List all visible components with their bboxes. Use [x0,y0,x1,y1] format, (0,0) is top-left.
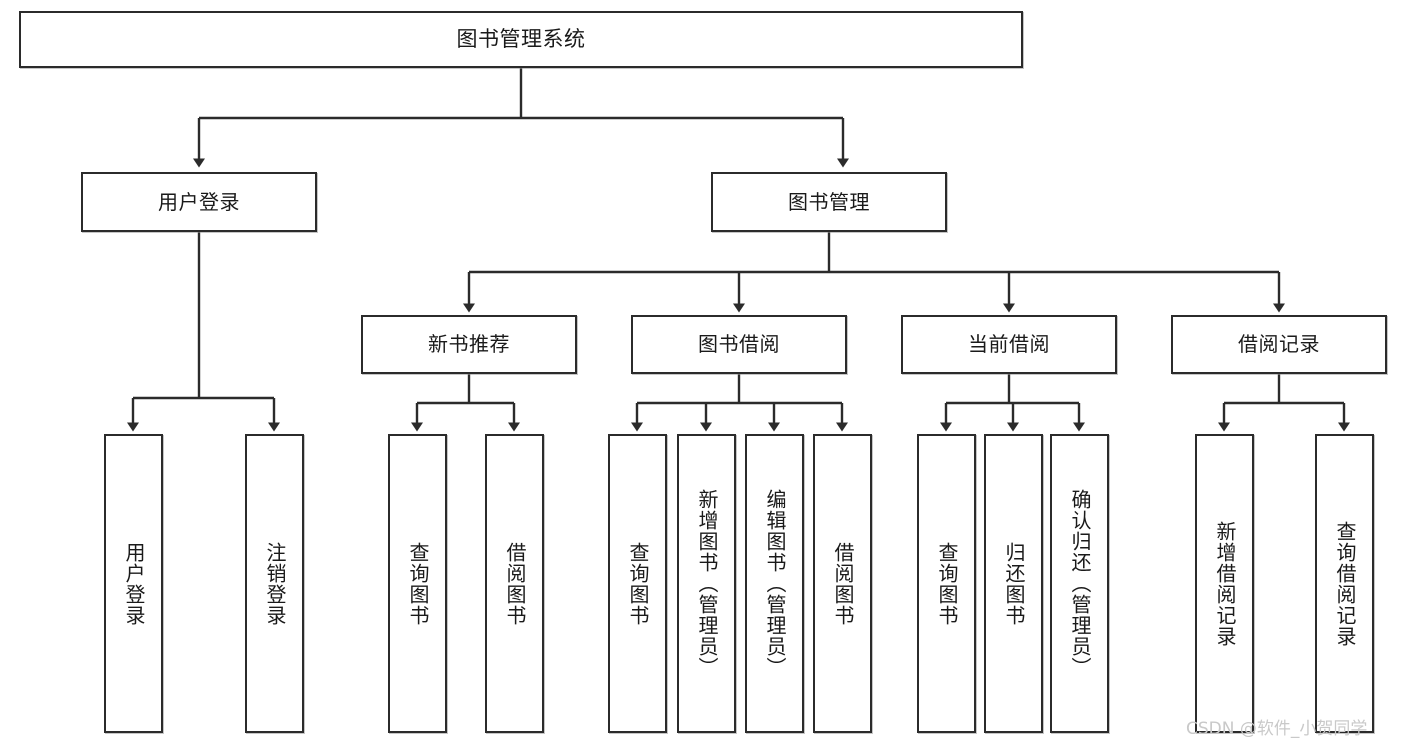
leaf-add-borrow-record[interactable]: 新增借阅记录 [1195,434,1254,733]
node-label: 借阅图书 [831,541,855,626]
node-label: 确认归还（管理员） [1068,489,1092,678]
leaf-query-book-current[interactable]: 查询图书 [917,434,976,733]
node-label: 图书管理 [788,189,870,214]
node-label: 注销登录 [263,541,287,626]
node-book-borrow[interactable]: 图书借阅 [631,315,847,374]
leaf-return-book[interactable]: 归还图书 [984,434,1043,733]
node-user-login[interactable]: 用户登录 [81,172,317,232]
node-label: 新增图书（管理员） [695,489,719,678]
node-new-book-recommend[interactable]: 新书推荐 [361,315,577,374]
node-label: 借阅图书 [503,541,527,626]
node-label: 归还图书 [1002,541,1026,626]
node-label: 查询图书 [626,541,650,626]
leaf-borrow-book-recommend[interactable]: 借阅图书 [485,434,544,733]
node-current-borrow[interactable]: 当前借阅 [901,315,1117,374]
leaf-edit-book-admin[interactable]: 编辑图书（管理员） [745,434,804,733]
node-label: 用户登录 [122,541,146,626]
leaf-logout-login[interactable]: 注销登录 [245,434,304,733]
node-label: 编辑图书（管理员） [763,489,787,678]
node-label: 图书借阅 [698,332,780,357]
node-label: 用户登录 [158,189,240,214]
node-root-system[interactable]: 图书管理系统 [19,11,1023,68]
leaf-add-book-admin[interactable]: 新增图书（管理员） [677,434,736,733]
leaf-borrow-book[interactable]: 借阅图书 [813,434,872,733]
node-label: 查询借阅记录 [1333,520,1357,647]
leaf-query-book-recommend[interactable]: 查询图书 [388,434,447,733]
leaf-confirm-return-admin[interactable]: 确认归还（管理员） [1050,434,1109,733]
csdn-watermark: CSDN @软件_小贺同学 [1186,719,1368,739]
node-label: 当前借阅 [968,332,1050,357]
node-label: 查询图书 [406,541,430,626]
node-label: 新增借阅记录 [1213,520,1237,647]
node-borrow-record[interactable]: 借阅记录 [1171,315,1387,374]
node-label: 图书管理系统 [456,26,586,51]
node-label: 新书推荐 [428,332,510,357]
leaf-user-login[interactable]: 用户登录 [104,434,163,733]
node-label: 借阅记录 [1238,332,1320,357]
node-label: 查询图书 [935,541,959,626]
leaf-query-book-borrow[interactable]: 查询图书 [608,434,667,733]
node-book-management[interactable]: 图书管理 [711,172,947,232]
leaf-query-borrow-record[interactable]: 查询借阅记录 [1315,434,1374,733]
